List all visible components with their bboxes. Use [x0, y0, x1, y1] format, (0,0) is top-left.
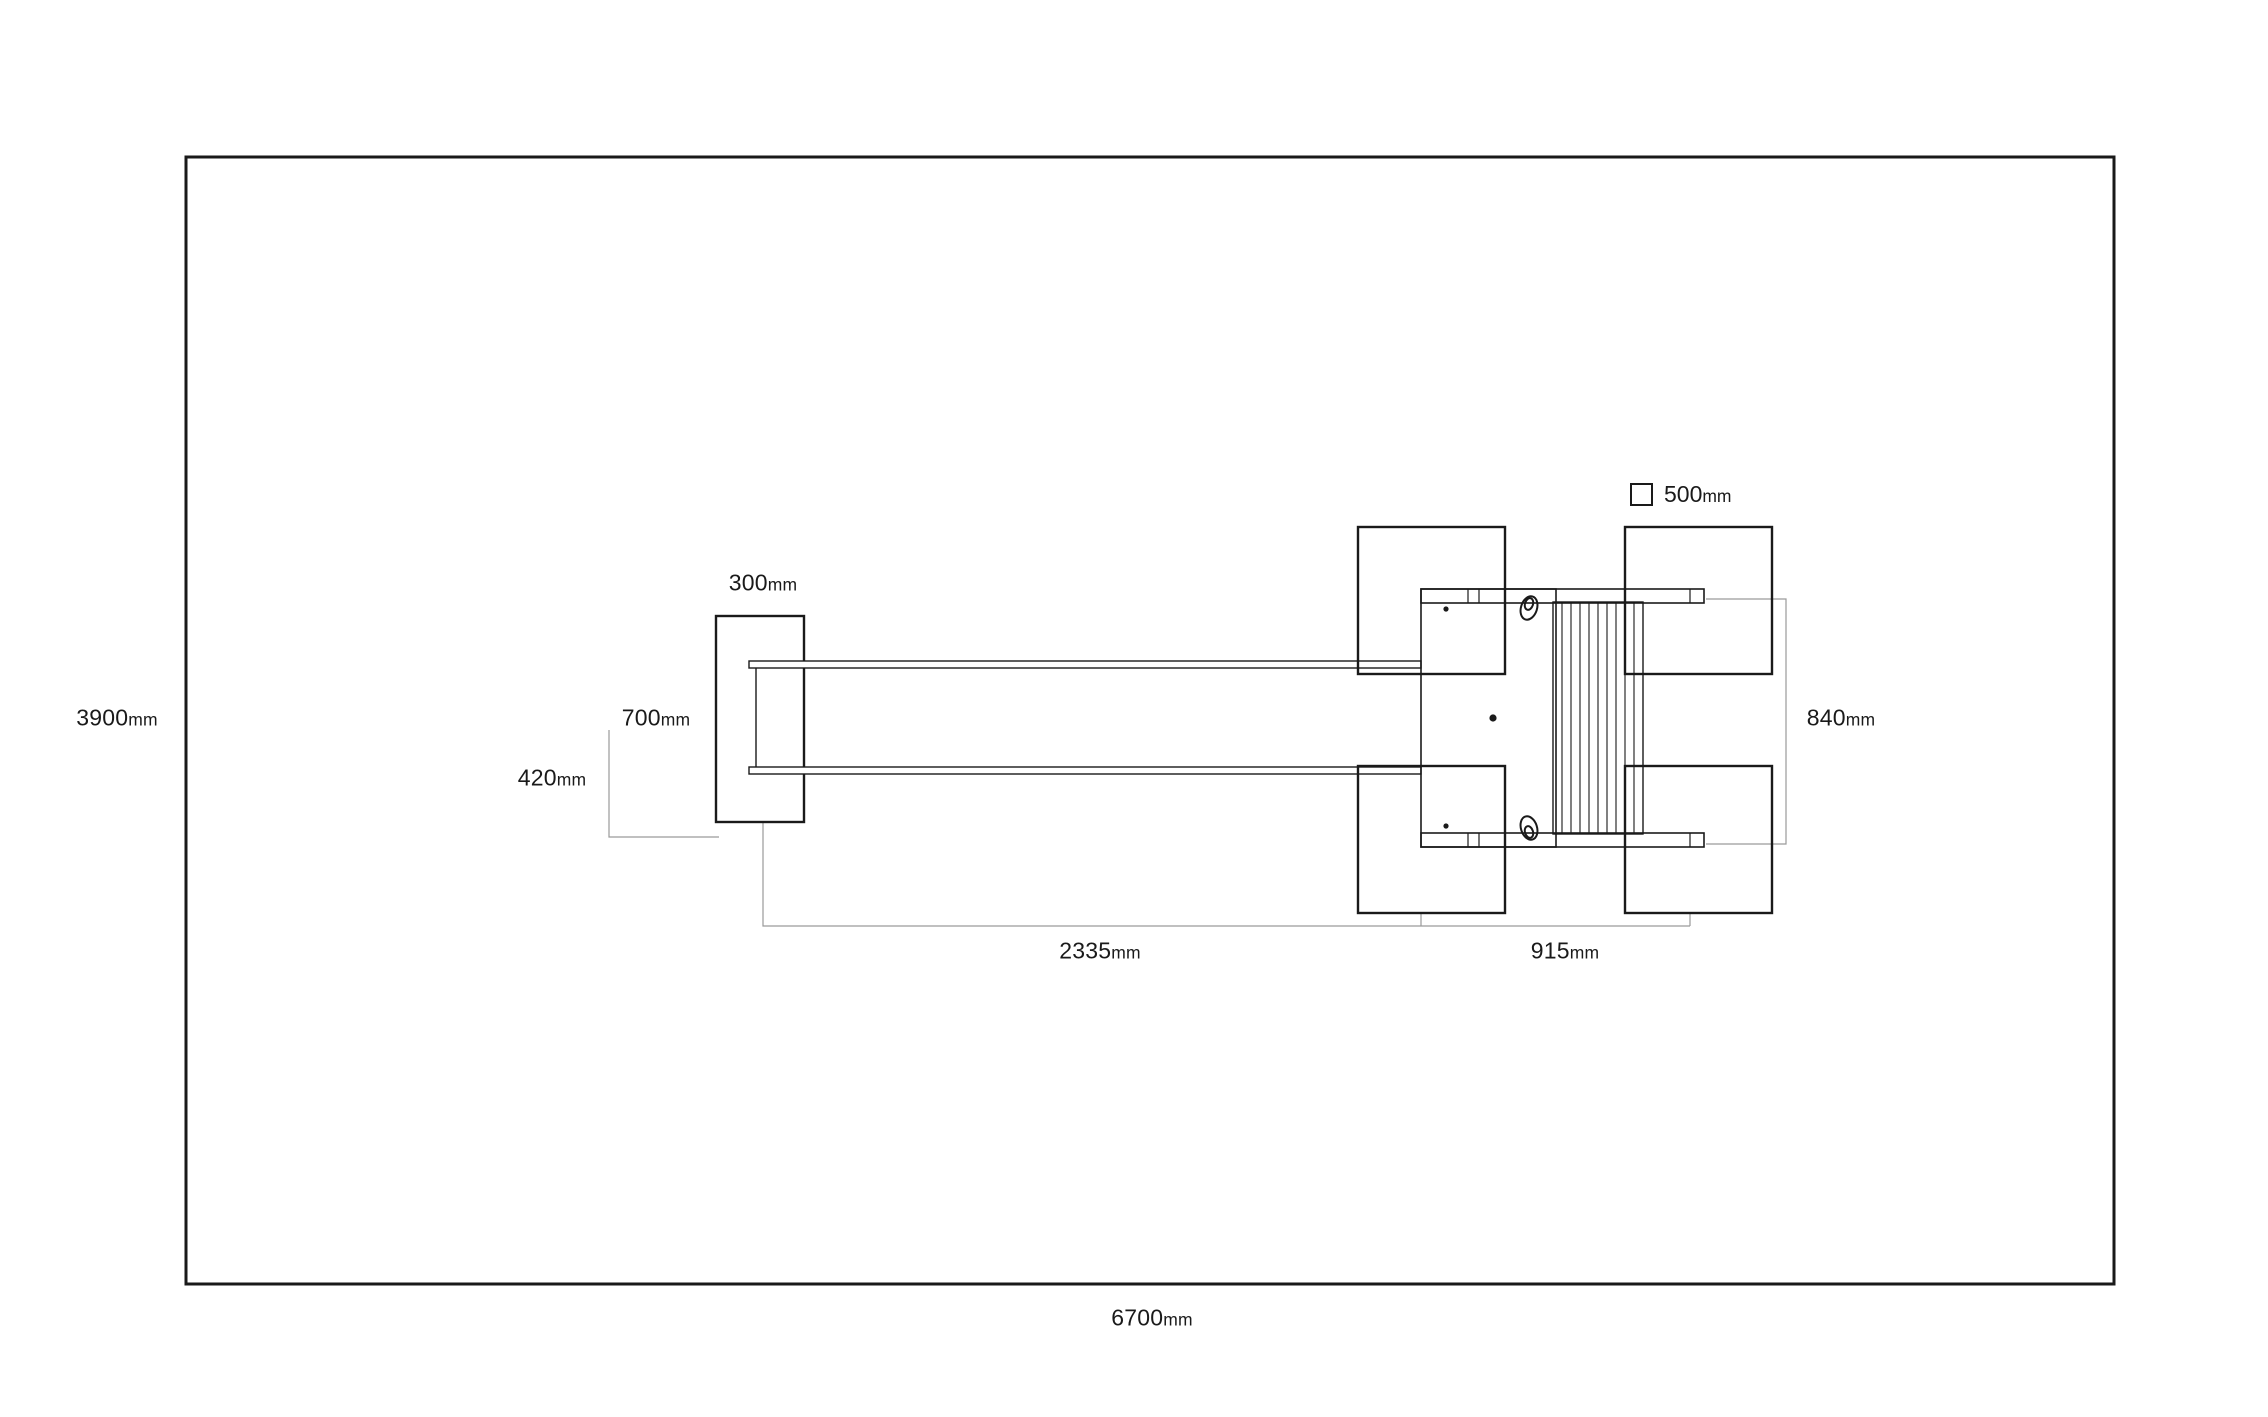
hook-top-eye-icon [1523, 597, 1535, 611]
center-point-icon [1489, 714, 1497, 722]
dimension-rail-outer-unit: mm [660, 709, 691, 730]
extension-lines [608, 598, 1787, 927]
dimension-frame-length: 915mm [1531, 938, 1600, 965]
dimension-room-width: 6700mm [1111, 1305, 1192, 1332]
dimension-frame-length-unit: mm [1569, 942, 1600, 963]
hook-top-icon [1519, 595, 1539, 621]
dimension-rail-length: 2335mm [1059, 938, 1140, 965]
pad-legend-square-icon [1630, 483, 1653, 506]
pad-bottom-left [1356, 764, 1507, 915]
dimension-frame-width: 840mm [1807, 705, 1876, 732]
extension-right [1706, 598, 1787, 845]
support-pads [1356, 525, 1774, 915]
beam-top [1420, 588, 1705, 604]
dimension-anchor-width-unit: mm [767, 574, 798, 595]
beam-bottom [1420, 832, 1705, 848]
beam-ticks [1467, 589, 1691, 847]
dimension-rail-length-unit: mm [1111, 942, 1141, 963]
pad-bottom-right [1623, 764, 1774, 915]
rail-bottom [748, 766, 1422, 775]
dimension-room-height: 3900mm [76, 705, 157, 732]
extension-bottom [762, 823, 1690, 927]
reference-points [1443, 606, 1497, 829]
dimension-rail-outer-value: 700 [621, 704, 661, 731]
rail-top [748, 660, 1422, 669]
dimension-rail-outer: 700mm [622, 705, 691, 732]
bolt-top-icon [1443, 606, 1449, 612]
hitch-hooks [1519, 595, 1539, 841]
dimension-anchor-width-value: 300 [728, 569, 768, 596]
dimension-frame-length-value: 915 [1530, 937, 1570, 964]
dimension-anchor-width: 300mm [729, 570, 798, 597]
hook-bottom-icon [1519, 815, 1539, 841]
pad-top-left [1356, 525, 1507, 676]
room-outline [184, 155, 2116, 1286]
dimension-rail-inner-unit: mm [556, 769, 587, 790]
dimension-room-height-value: 3900 [76, 704, 129, 731]
dimension-rail-length-value: 2335 [1059, 937, 1112, 964]
pad-size-legend: 500mm [1630, 481, 1731, 508]
hook-bottom-eye-icon [1523, 825, 1535, 839]
bolt-bottom-icon [1443, 823, 1449, 829]
anchor-block [714, 614, 806, 824]
dimension-room-width-unit: mm [1163, 1309, 1193, 1330]
dimension-room-width-value: 6700 [1111, 1304, 1164, 1331]
deck-body [1420, 588, 1557, 848]
pad-legend-label: 500mm [1664, 481, 1731, 508]
extension-left-corner [608, 730, 719, 838]
dimension-room-height-unit: mm [128, 709, 158, 730]
pad-legend-value: 500 [1664, 481, 1703, 507]
dimension-frame-width-unit: mm [1845, 709, 1876, 730]
dimension-rail-inner: 420mm [518, 765, 587, 792]
pad-top-right [1623, 525, 1774, 676]
pad-legend-unit: mm [1702, 486, 1732, 506]
dimension-frame-width-value: 840 [1806, 704, 1846, 731]
dimension-rail-inner-value: 420 [517, 764, 557, 791]
